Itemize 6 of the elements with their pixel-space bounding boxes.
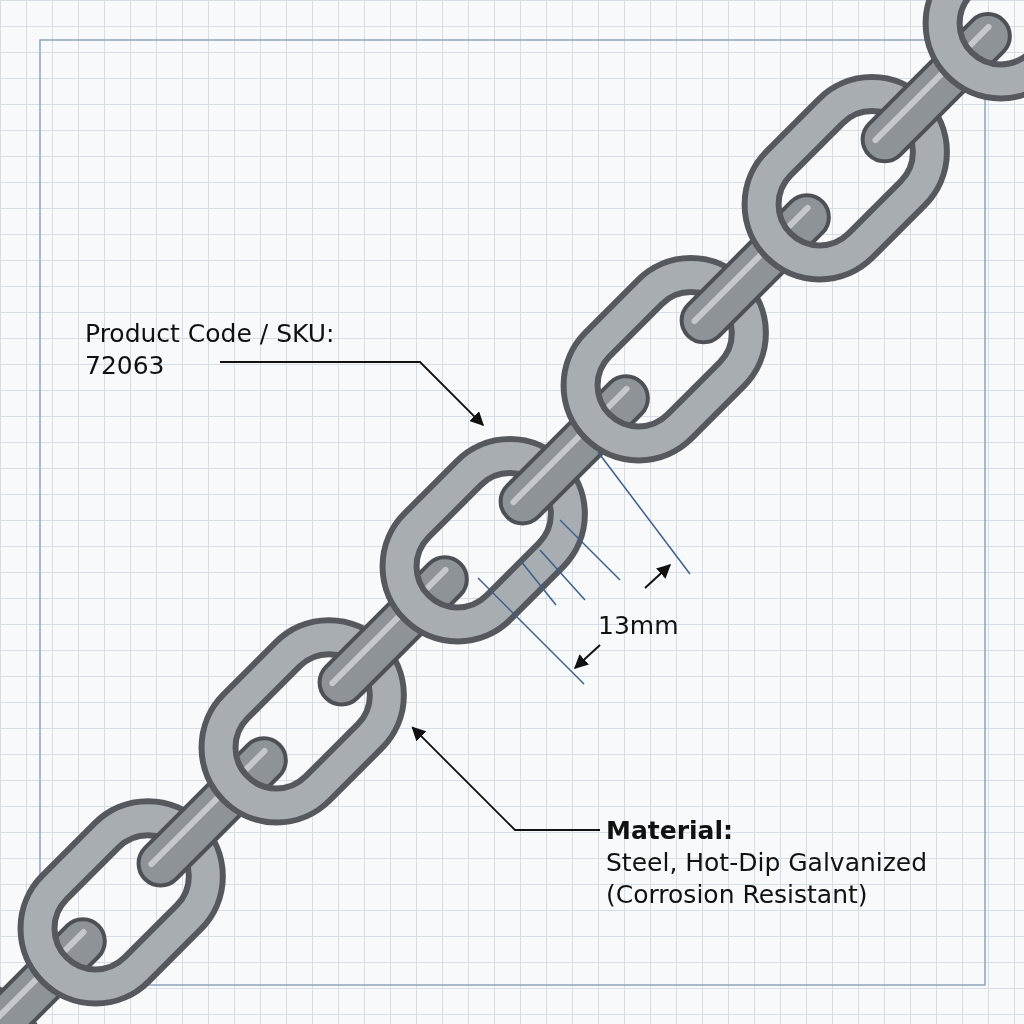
leader-line bbox=[219, 361, 484, 426]
callout-heading: Material: bbox=[606, 815, 734, 847]
callout-label: Product Code / SKU: 72063 bbox=[85, 318, 370, 382]
dimension-label: 13mm bbox=[598, 610, 679, 642]
callout-text: Steel, Hot-Dip Galvanized (Corrosion Resistant) bbox=[606, 847, 929, 911]
leader-line bbox=[411, 726, 601, 831]
